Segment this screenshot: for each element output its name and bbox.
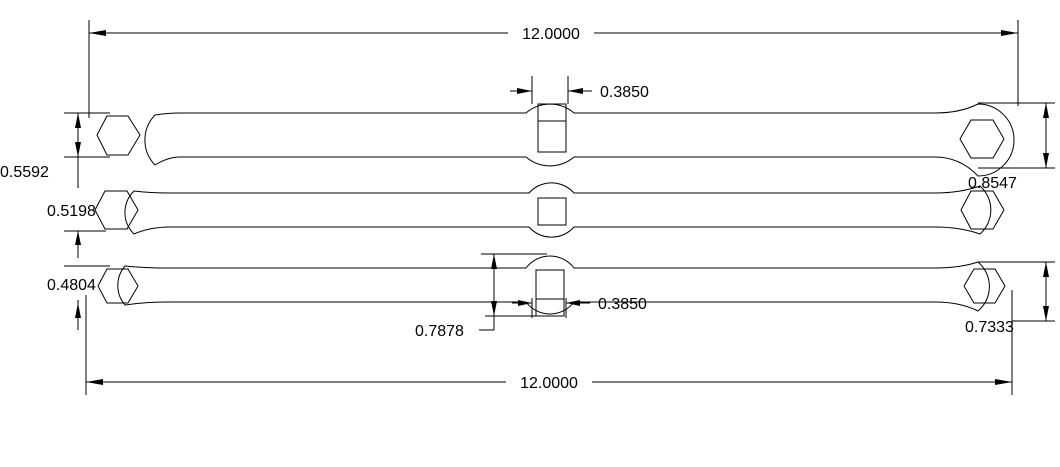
dim-right-hex-bottom: 0.7333 — [965, 261, 1055, 336]
arrow-head — [1043, 306, 1049, 321]
arrow-head — [89, 30, 106, 36]
dim-value: 0.7878 — [415, 323, 464, 340]
arrow-head — [566, 300, 580, 306]
wrench-bottom-square-slot — [535, 269, 565, 317]
dim-value: 0.8547 — [968, 175, 1017, 192]
wrench-top — [96, 103, 1015, 177]
wrench-top-right-hex — [959, 119, 1005, 159]
dim-overall-length-top: 12.0000 — [88, 20, 1019, 118]
arrow-head — [491, 301, 497, 316]
wrench-middle-outline — [124, 182, 992, 238]
dim-center-boss-height: 0.7878 — [415, 253, 547, 340]
dim-value: 12.0000 — [520, 375, 578, 392]
dim-left-hex-top: 0.5592 — [0, 112, 110, 188]
arrow-head — [518, 300, 532, 306]
dim-left-hex-middle: 0.5198 — [47, 203, 106, 258]
arrow-head — [75, 303, 81, 318]
arrow-head — [995, 379, 1012, 385]
wrench-middle — [94, 182, 1005, 238]
arrow-head — [1043, 262, 1049, 277]
arrow-head — [517, 88, 532, 94]
arrow-head — [1043, 153, 1049, 168]
dim-value: 0.3850 — [600, 84, 649, 101]
arrow-head — [75, 142, 81, 157]
wrench-bottom — [97, 255, 1006, 317]
dim-value: 0.4804 — [47, 277, 96, 294]
dim-bottom-slot-width: 0.3850 — [512, 296, 647, 318]
arrow-head — [86, 379, 103, 385]
arrow-head — [1043, 103, 1049, 118]
dim-value: 0.5592 — [0, 164, 49, 181]
arrow-head — [75, 231, 81, 245]
dim-overall-length-bottom: 12.0000 — [85, 290, 1013, 395]
dim-right-hex-top: 0.8547 — [968, 102, 1055, 192]
wrench-middle-square — [537, 197, 567, 226]
arrow-head — [1001, 30, 1018, 36]
wrench-top-outline — [144, 103, 1015, 177]
dim-value: 0.3850 — [598, 296, 647, 313]
wrench-top-left-hex — [96, 115, 141, 156]
wrench-middle-left-hex — [94, 190, 139, 230]
dim-value: 12.0000 — [522, 26, 580, 43]
wrench-bottom-right-hex — [963, 268, 1006, 304]
wrench-middle-right-hex — [960, 190, 1005, 230]
dim-top-slot-width: 0.3850 — [510, 76, 649, 104]
wrench-bottom-outline — [117, 255, 990, 315]
wrench-bottom-left-hex — [97, 268, 139, 304]
arrow-head — [75, 113, 81, 128]
wrench-top-square-slot — [537, 103, 567, 153]
arrow-head — [568, 88, 583, 94]
dim-left-hex-bottom: 0.4804 — [47, 265, 110, 330]
dim-value: 0.7333 — [965, 319, 1014, 336]
arrow-head — [491, 254, 497, 269]
dim-value: 0.5198 — [47, 203, 96, 220]
